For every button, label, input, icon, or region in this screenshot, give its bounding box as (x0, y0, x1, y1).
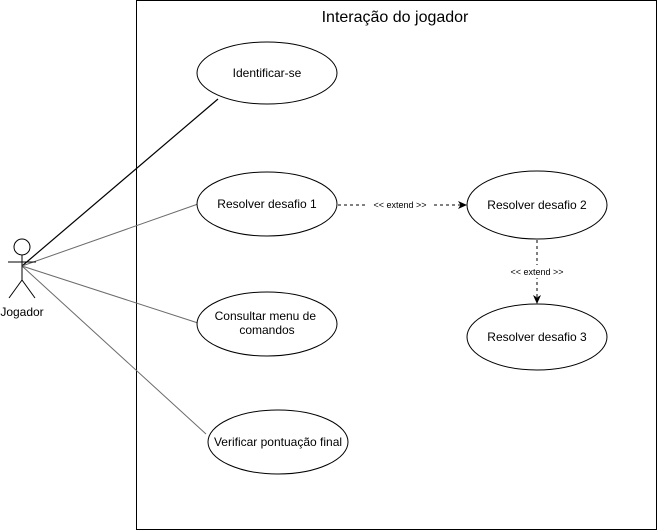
use-case-identificar-label: Identificar-se (233, 66, 302, 80)
association-consultar (21, 265, 199, 324)
actor-left-leg (8, 279, 23, 299)
use-case-consultar[interactable]: Consultar menu de comandos (196, 291, 338, 357)
actor-jogador[interactable]: Jogador (0, 238, 44, 319)
association-identificar (21, 98, 219, 267)
extend-label-1-2-bg (366, 198, 434, 211)
use-case-resolver2[interactable]: Resolver desafio 2 (466, 170, 608, 240)
use-case-verificar-ellipse (207, 409, 349, 475)
use-case-consultar-line1: Consultar menu de (215, 309, 317, 323)
use-case-resolver2-label: Resolver desafio 2 (487, 198, 587, 212)
use-case-consultar-ellipse (196, 291, 338, 357)
use-case-identificar-ellipse (196, 41, 338, 105)
use-case-resolver3[interactable]: Resolver desafio 3 (466, 303, 608, 371)
association-verificar (21, 265, 207, 435)
extend-label-2-3-bg (503, 265, 571, 278)
actor-right-leg (21, 279, 36, 299)
use-case-resolver1-label: Resolver desafio 1 (217, 197, 317, 211)
use-case-verificar[interactable]: Verificar pontuação final (207, 409, 349, 475)
use-case-resolver2-ellipse (466, 170, 608, 240)
use-case-resolver1-ellipse (196, 171, 338, 237)
association-resolver1 (21, 203, 199, 267)
use-case-resolver1[interactable]: Resolver desafio 1 (196, 171, 338, 237)
use-case-verificar-label: Verificar pontuação final (214, 435, 342, 449)
use-case-consultar-line2: comandos (239, 323, 294, 337)
actor-label: Jogador (0, 305, 43, 319)
use-case-consultar-label: Consultar menu de comandos (215, 309, 320, 337)
use-case-resolver3-ellipse (466, 303, 608, 371)
extend-label-1-2: << extend >> (373, 200, 426, 210)
extend-label-2-3: << extend >> (510, 267, 563, 277)
system-title: Interação do jogador (322, 9, 469, 26)
actor-head (13, 238, 31, 256)
use-case-resolver3-label: Resolver desafio 3 (487, 330, 587, 344)
use-case-identificar[interactable]: Identificar-se (196, 41, 338, 105)
